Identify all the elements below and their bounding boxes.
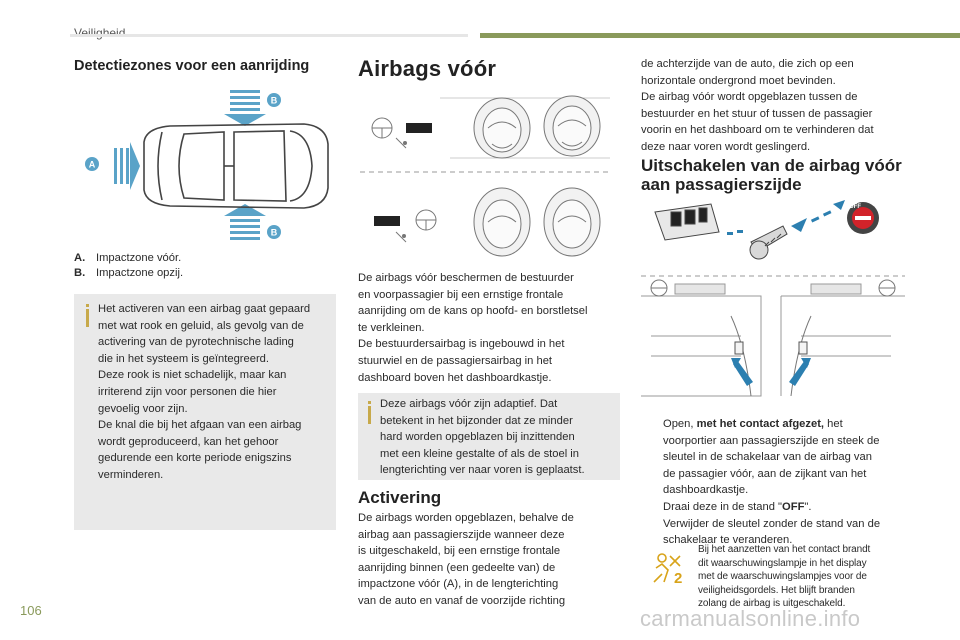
impact-legend: A.Impactzone vóór. B.Impactzone opzij.: [74, 251, 334, 281]
impact-zones-diagram: B A B: [85, 90, 329, 240]
step-2: Draai deze in de stand "OFF".: [663, 500, 812, 513]
label-a-text: A: [89, 160, 96, 170]
front-impact-arrows: [114, 142, 140, 190]
legend-item-b: B.Impactzone opzij.: [74, 267, 184, 279]
deactivation-steps: Open, met het contact afgezet, het voorp…: [641, 416, 911, 549]
front-airbags-body-continued: de achterzijde van de auto, die zich op …: [641, 58, 874, 153]
deactivation-illustration: OFF: [641, 200, 905, 397]
zone-label-b-top: B: [267, 93, 281, 107]
watermark: carmanualsonline.info: [640, 606, 861, 631]
insert-arrows: [727, 200, 845, 235]
label-b-top-text: B: [271, 96, 278, 106]
glovebox-switch-right: [798, 341, 808, 355]
header-rule-left: [70, 34, 468, 37]
page-number: 106: [20, 603, 42, 618]
airbag-off-switch-icon: OFF: [847, 202, 879, 234]
step-1: Open, met het contact afgezet, het: [663, 418, 843, 430]
glovebox-switch-left: [734, 341, 744, 355]
detection-zones-title: Detectiezones voor een aanrijding: [74, 58, 310, 74]
info-icon: [86, 304, 89, 307]
activation-title: Activering: [358, 488, 442, 507]
off-switch-text: OFF: [849, 204, 861, 210]
key-fob-icon: [654, 203, 720, 241]
rhd-dashboard: [374, 209, 437, 243]
front-airbags-title: Airbags vóór: [358, 56, 497, 81]
zone-label-a: A: [85, 157, 99, 171]
lhd-dashboard: [360, 97, 610, 173]
switch-location-arrows: [731, 358, 811, 386]
airbag-occupants-bottom: [473, 187, 601, 257]
steering-wheel-icon-left: [650, 279, 668, 297]
key-icon: [749, 225, 788, 260]
zone-label-b-bottom: B: [267, 225, 281, 239]
side-impact-arrows-top: [224, 90, 266, 126]
section-label: Veiligheid: [74, 26, 126, 40]
header-rule-accent: [480, 33, 960, 38]
warning-number: 2: [674, 570, 682, 586]
deactivate-title: Uitschakelen van de airbag vóór aan pass…: [641, 156, 902, 194]
steering-wheel-icon-right: [878, 279, 896, 297]
adaptive-airbag-note: Deze airbags vóór zijn adaptief. Dat bet…: [358, 393, 620, 480]
smoke-noise-note: Het activeren van een airbag gaat gepaar…: [74, 294, 336, 530]
passenger-airbag-off-warning-icon: 2: [653, 553, 682, 586]
airbag-occupants-top: [473, 95, 601, 159]
step-3: Verwijder de sleutel zonder de stand van…: [663, 517, 881, 530]
front-airbags-illustration: [360, 95, 610, 257]
side-impact-arrows-bottom: [224, 204, 266, 240]
legend-item-a: A.Impactzone vóór.: [74, 252, 182, 264]
info-icon: [368, 401, 371, 404]
label-b-bottom-text: B: [271, 228, 278, 238]
passenger-dashboard-view: [641, 283, 905, 397]
warning-lamp-note: Bij het aanzetten van het contact brandt…: [698, 544, 871, 610]
front-airbags-body: De airbags vóór beschermen de bestuurder…: [358, 272, 588, 384]
activation-body: De airbags worden opgeblazen, behalve de…: [358, 512, 574, 607]
car-top-view: [143, 123, 329, 209]
